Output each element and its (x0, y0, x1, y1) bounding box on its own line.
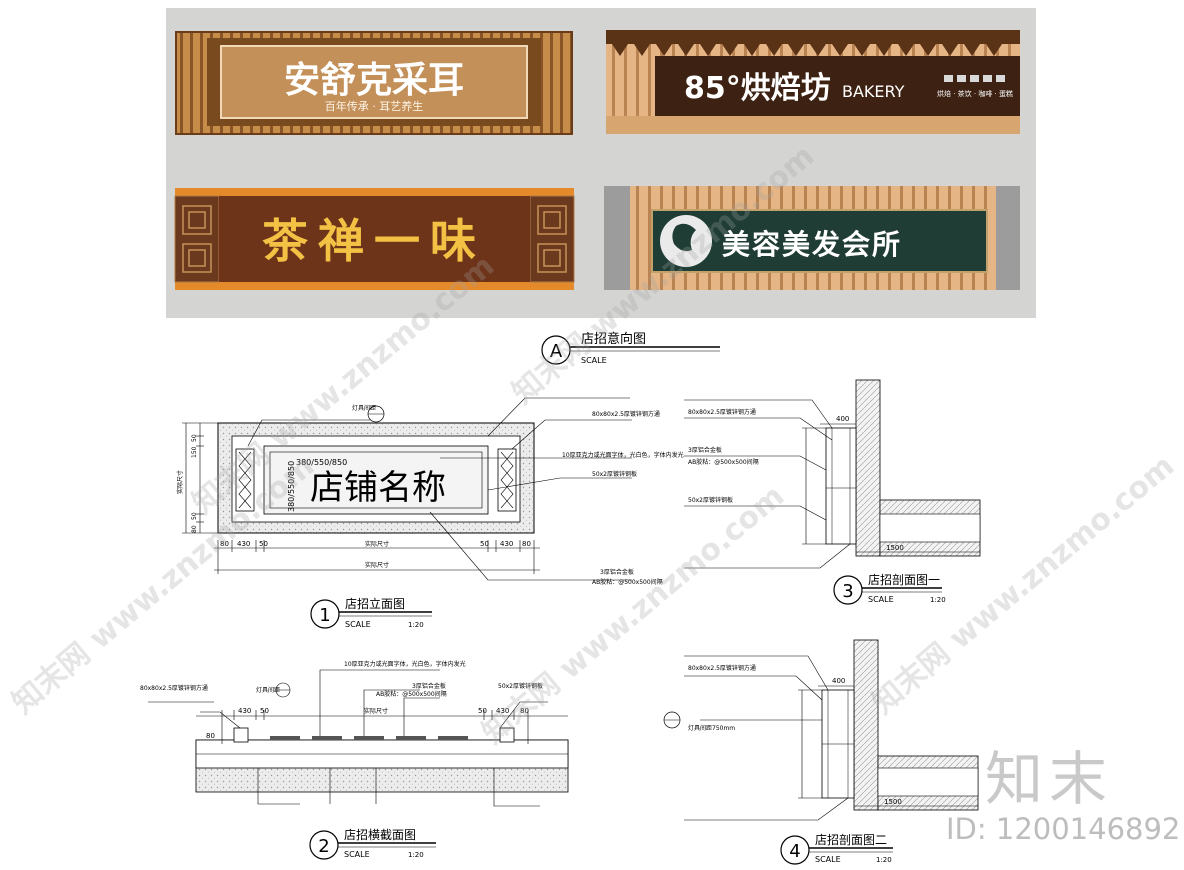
callout-4-scale-word: SCALE (815, 855, 841, 864)
section-h-note-alu: 3厚铝合金板 (412, 682, 446, 690)
section-1-note-glue: AB胶粘：@500x500间隔 (688, 458, 759, 466)
section-h-dim-80: 80 (206, 732, 215, 740)
section-1-note-tube: 80x80x2.5厚镀锌钢方通 (688, 408, 756, 416)
sign-anshu-title: 安舒克采耳 (284, 60, 464, 101)
elevation-vdim-150: 150 (191, 446, 198, 458)
elevation-dim-total: 实际尺寸 (365, 561, 389, 569)
callout-2-scale-value: 1:20 (408, 851, 424, 859)
photo-panel: 安舒克采耳 百年传承 · 耳艺养生 85°烘焙坊 BAKERY (166, 8, 1036, 318)
elevation-vdim-actual: 实际尺寸 (176, 470, 184, 494)
section-h-dim-50-right: 50 (478, 707, 487, 715)
elevation-vdim-50-bottom: 50 (191, 512, 198, 520)
callout-2-scale-word: SCALE (344, 850, 370, 859)
elevation-note-glue: AB胶粘：@500x500间隔 (592, 578, 663, 586)
elevation-note-tube: 80x80x2.5厚镀锌钢方通 (592, 410, 660, 418)
sign-anshu-subtitle: 百年传承 · 耳艺养生 (325, 99, 424, 113)
elevation-size-note-h: 380/550/850 (296, 458, 347, 467)
section-h-note-plate: 50x2厚镀锌钢板 (498, 682, 543, 690)
elevation-dim-50-right: 50 (480, 540, 489, 548)
section-h-note-glue: AB胶粘：@500x500间隔 (376, 690, 447, 698)
section-2-dim-bottom: 1500 (884, 798, 902, 806)
callout-4: 4 店招剖面图二 SCALE 1:20 (780, 833, 893, 865)
callout-A: A 店招意向图 SCALE (541, 331, 720, 365)
callout-3-number: 3 (842, 581, 853, 602)
section-h-dim-430-right: 430 (496, 707, 509, 715)
sign-85-tagline: 烘焙 · 茶饮 · 咖啡 · 蛋糕 (937, 89, 1013, 98)
elevation-dim-80-left: 80 (220, 540, 229, 548)
sign-chachan: 茶禅一味 (174, 188, 575, 290)
section-1-dim-bottom: 1500 (886, 544, 904, 552)
callout-2-number: 2 (318, 836, 329, 857)
callout-3: 3 店招剖面图一 SCALE 1:20 (833, 573, 946, 605)
section-1-dim-top: 400 (836, 415, 849, 423)
callout-1-title: 店招立面图 (345, 596, 405, 611)
section-2-note-tube: 80x80x2.5厚镀锌钢方通 (688, 664, 756, 672)
elevation-drawing: 店铺名称 380/550/850 380/550/850 灯具间距 80x80x… (176, 397, 684, 586)
sign-beauty-salon: 美容美发会所 (604, 186, 1020, 290)
section-1-note-alu: 3厚铝合金板 (688, 446, 722, 454)
section-2-dim-top: 400 (832, 677, 845, 685)
elevation-dim-50-left: 50 (259, 540, 268, 548)
sign-beauty-title: 美容美发会所 (722, 228, 902, 261)
elevation-note-plate: 50x2厚镀锌钢板 (592, 470, 637, 478)
section-horizontal-drawing: 80 430 50 实际尺寸 50 430 80 80x80x2.5厚镀锌钢方通… (140, 660, 569, 807)
section-h-note-light: 灯具间距 (256, 686, 280, 694)
callout-4-scale-value: 1:20 (876, 856, 892, 864)
sign-85-title: 85°烘焙坊 (684, 71, 831, 106)
elevation-note-acrylic: 10厚亚克力或光面字体，光白色，字体内发光 (562, 451, 684, 459)
section-1-note-plate: 50x2厚镀锌钢板 (688, 496, 733, 504)
section-h-note-tube: 80x80x2.5厚镀锌钢方通 (140, 684, 208, 692)
elevation-note-light: 灯具间距 (352, 404, 376, 412)
callout-A-scale-word: SCALE (581, 356, 607, 365)
callout-2-title: 店招横截面图 (344, 828, 416, 842)
section-h-dim-430-left: 430 (238, 707, 251, 715)
section-1-drawing: 400 1500 80x80x2.5厚镀锌钢方通 3厚铝合金板 AB胶粘：@50… (684, 379, 981, 569)
sign-85-subtitle: BAKERY (842, 82, 905, 101)
brand-logo-text: 知末 (985, 745, 1114, 813)
callout-A-title: 店招意向图 (581, 331, 646, 347)
callout-3-scale-word: SCALE (868, 595, 894, 604)
callout-4-number: 4 (789, 841, 800, 862)
section-2-note-light: 灯具间距750mm (688, 724, 735, 732)
section-h-note-acrylic: 10厚亚克力或光面字体，光白色，字体内发光 (344, 660, 466, 668)
callout-3-scale-value: 1:20 (930, 596, 946, 604)
section-h-dim-80-right: 80 (520, 707, 529, 715)
sign-anshu: 安舒克采耳 百年传承 · 耳艺养生 (175, 31, 573, 135)
elevation-vdim-50-top: 50 (191, 434, 198, 442)
section-h-dim-50-left: 50 (260, 707, 269, 715)
elevation-vdim-80: 80 (191, 525, 198, 533)
sign-chachan-title: 茶禅一味 (262, 214, 486, 268)
elevation-dim-430-right: 430 (500, 540, 513, 548)
callout-4-title: 店招剖面图二 (815, 833, 887, 847)
section-2-drawing: 400 1500 80x80x2.5厚镀锌钢方通 灯具间距750mm (663, 639, 979, 821)
callout-A-number: A (550, 341, 563, 362)
callout-3-title: 店招剖面图一 (868, 573, 940, 587)
sign-85-bakery: 85°烘焙坊 BAKERY 烘焙 · 茶饮 · 咖啡 · 蛋糕 (606, 30, 1020, 134)
elevation-shop-name: 店铺名称 (310, 468, 446, 508)
callout-1: 1 店招立面图 SCALE 1:20 (310, 596, 432, 629)
callout-1-number: 1 (319, 605, 330, 626)
elevation-dim-80-right: 80 (522, 540, 531, 548)
elevation-size-note-v: 380/550/850 (287, 461, 296, 512)
elevation-dim-actual: 实际尺寸 (365, 540, 389, 548)
brand-id-text: ID: 1200146892 (946, 812, 1181, 846)
section-h-dim-actual: 实际尺寸 (364, 707, 388, 715)
callout-2: 2 店招横截面图 SCALE 1:20 (309, 828, 436, 860)
elevation-note-alu: 3厚铝合金板 (600, 568, 634, 576)
elevation-dim-430-left: 430 (237, 540, 250, 548)
callout-1-scale-value: 1:20 (408, 621, 424, 629)
callout-1-scale-word: SCALE (345, 620, 371, 629)
